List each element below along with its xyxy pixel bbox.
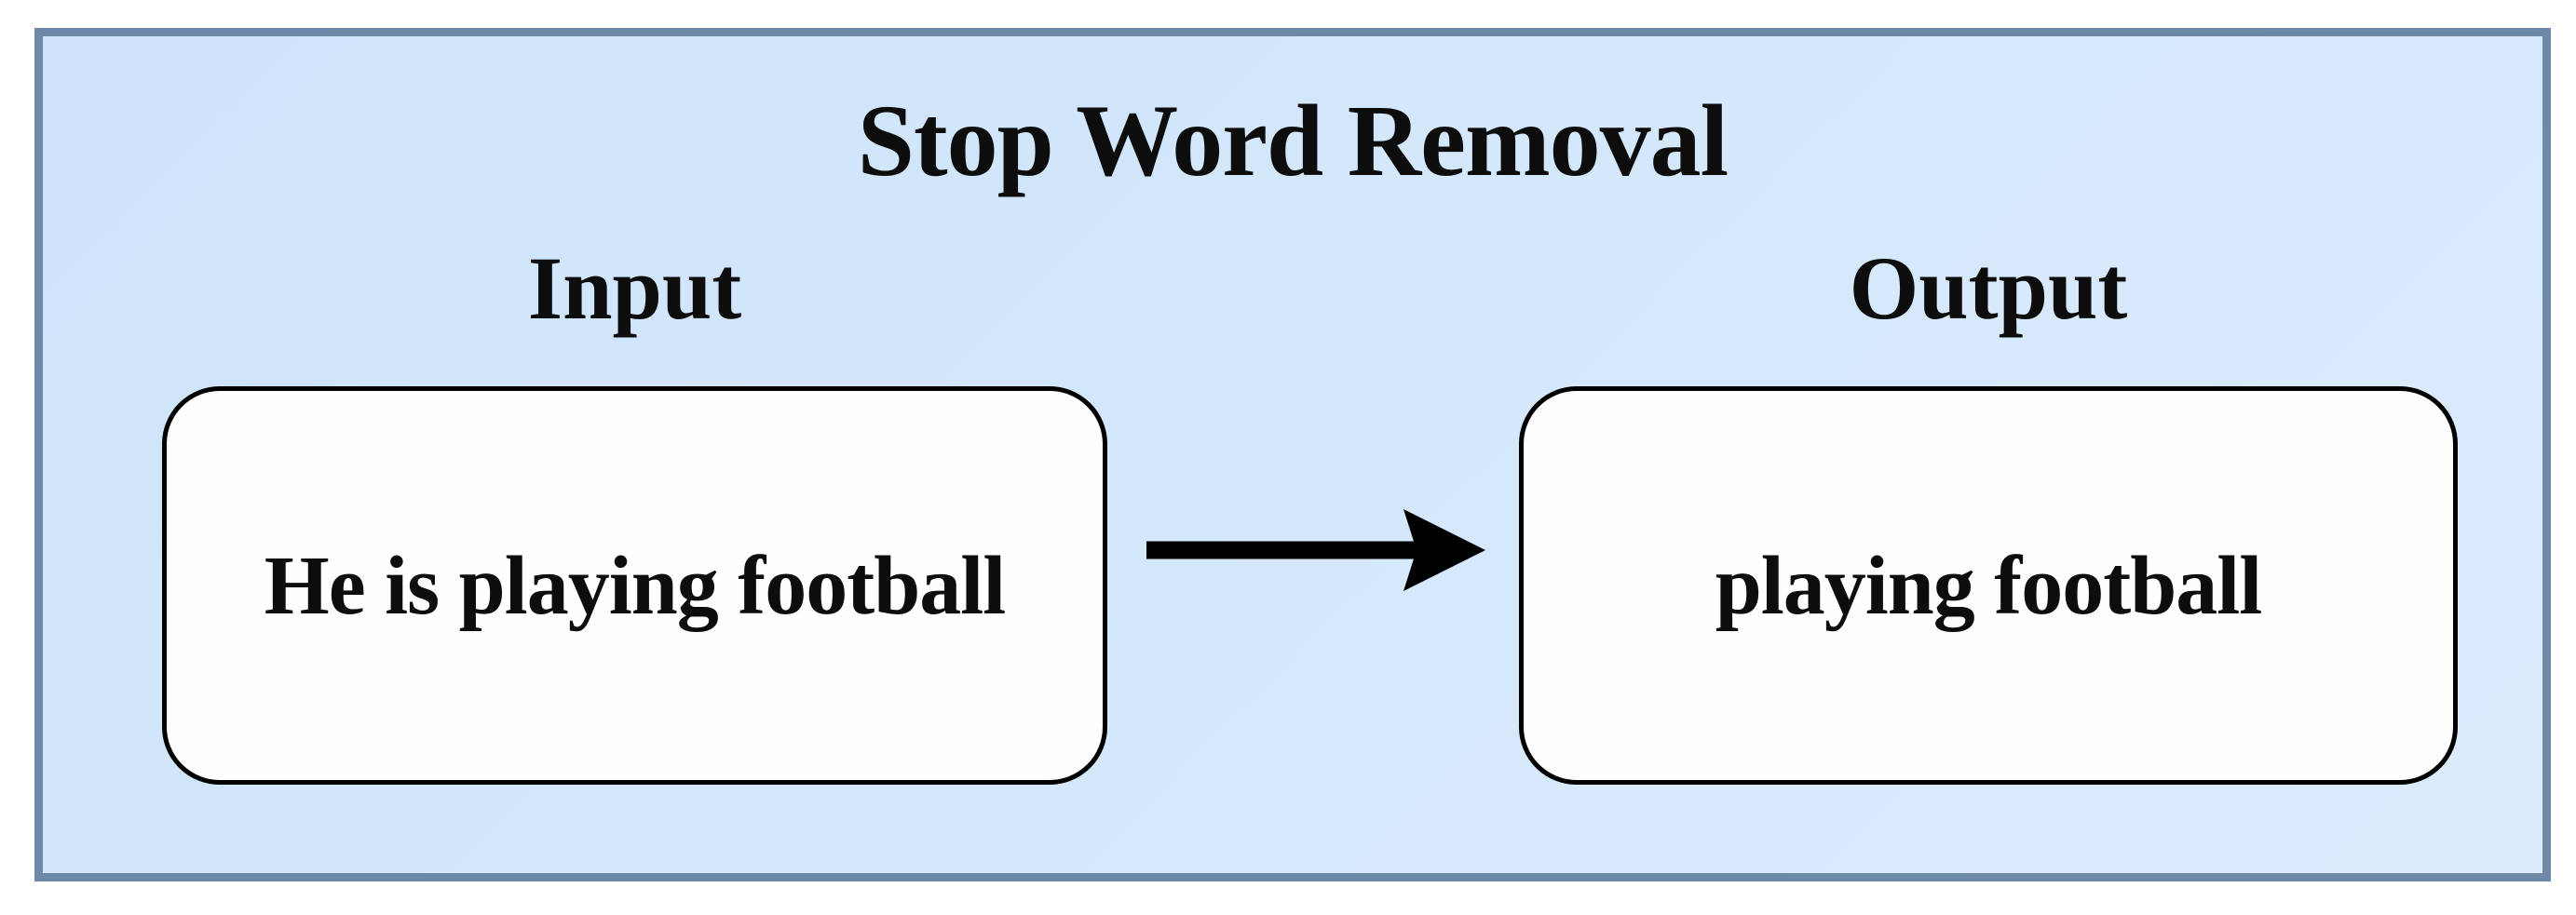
input-text: He is playing football	[264, 539, 1007, 632]
input-label: Input	[527, 238, 742, 338]
output-text: playing football	[1715, 539, 2263, 632]
output-label: Output	[1849, 238, 2128, 338]
right-arrow-icon	[1146, 509, 1485, 591]
diagram-title: Stop Word Removal	[857, 84, 1729, 197]
stop-word-removal-panel: Stop Word Removal Input Output He is pla…	[34, 28, 2551, 881]
input-box: He is playing football	[162, 386, 1107, 785]
output-box: playing football	[1519, 386, 2458, 785]
